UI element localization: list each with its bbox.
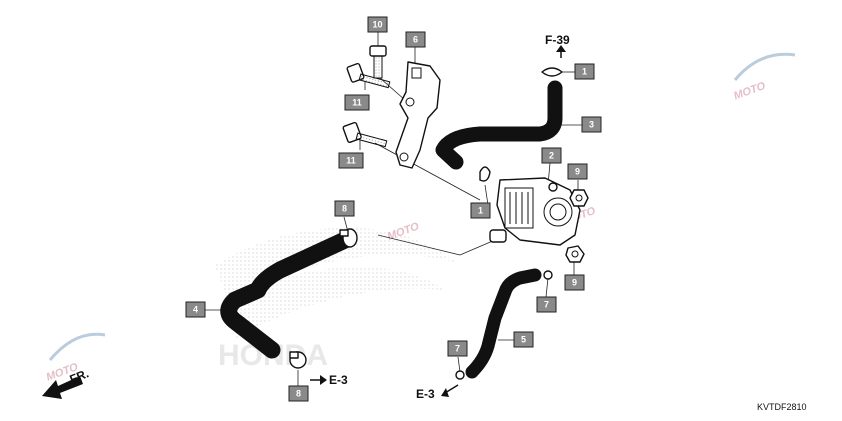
callout-6[interactable]: 6 (405, 31, 426, 48)
svg-text:7: 7 (544, 300, 549, 310)
watermark-logo-top-right: MOTO (732, 52, 796, 103)
svg-text:3: 3 (589, 120, 594, 130)
callout-1-top[interactable]: 1 (574, 63, 595, 80)
svg-text:6: 6 (413, 35, 418, 45)
svg-text:9: 9 (575, 167, 580, 177)
clip-1-top (541, 67, 563, 77)
nut-9-lower (565, 245, 585, 263)
reference-e3-left-label: E-3 (329, 373, 348, 387)
arrow-to-f39 (556, 45, 566, 58)
svg-text:1: 1 (478, 206, 483, 216)
bolt-11-upper (346, 62, 391, 89)
fuel-hose-4 (220, 231, 354, 359)
clip-7-upper (543, 270, 553, 280)
bolt-10 (369, 45, 387, 79)
arrow-to-e3-bottom (441, 384, 459, 397)
callout-10[interactable]: 10 (367, 16, 388, 33)
fuel-hose-3 (435, 80, 563, 170)
svg-text:9: 9 (572, 278, 577, 288)
callout-11-upper[interactable]: 11 (344, 94, 370, 111)
callout-9-upper[interactable]: 9 (567, 163, 588, 180)
svg-text:11: 11 (352, 98, 362, 108)
drawing-code: KVTDF2810 (757, 402, 807, 412)
clip-7-lower (455, 370, 465, 380)
reference-f39-label: F-39 (545, 33, 570, 47)
svg-text:8: 8 (342, 204, 347, 214)
svg-text:7: 7 (455, 344, 460, 354)
fuel-hose-5 (465, 268, 542, 379)
bolt-11-lower (342, 121, 388, 148)
callout-11-lower[interactable]: 11 (338, 152, 364, 169)
reference-e3-bottom-label: E-3 (416, 387, 435, 401)
svg-text:8: 8 (296, 389, 301, 399)
callout-3[interactable]: 3 (581, 116, 602, 133)
callout-7-upper[interactable]: 7 (536, 296, 557, 313)
callout-8-upper[interactable]: 8 (334, 200, 355, 217)
front-direction-label: FR. (68, 366, 91, 386)
callout-8-lower[interactable]: 8 (288, 385, 309, 402)
callout-9-lower[interactable]: 9 (564, 274, 585, 291)
clamp-8-lower (289, 351, 307, 369)
bracket-6 (395, 61, 441, 169)
fuel-pump-2 (489, 177, 581, 246)
leader-lines (205, 32, 582, 386)
nut-9-upper (569, 189, 589, 207)
front-direction-arrow (42, 376, 83, 399)
arrow-to-e3-left (310, 375, 327, 385)
svg-text:2: 2 (549, 151, 554, 161)
clamp-8-upper (339, 228, 358, 248)
callout-4[interactable]: 4 (185, 301, 206, 318)
callout-1-middle[interactable]: 1 (470, 202, 491, 219)
callout-2[interactable]: 2 (541, 147, 562, 164)
clip-1-middle (479, 166, 491, 182)
callout-5[interactable]: 5 (513, 331, 534, 348)
svg-text:1: 1 (582, 67, 587, 77)
svg-text:10: 10 (372, 20, 382, 30)
svg-text:4: 4 (193, 305, 198, 315)
watermark-text: MOTO (732, 80, 767, 103)
callout-7-lower[interactable]: 7 (447, 340, 468, 357)
svg-text:5: 5 (521, 335, 526, 345)
svg-text:11: 11 (346, 156, 356, 166)
